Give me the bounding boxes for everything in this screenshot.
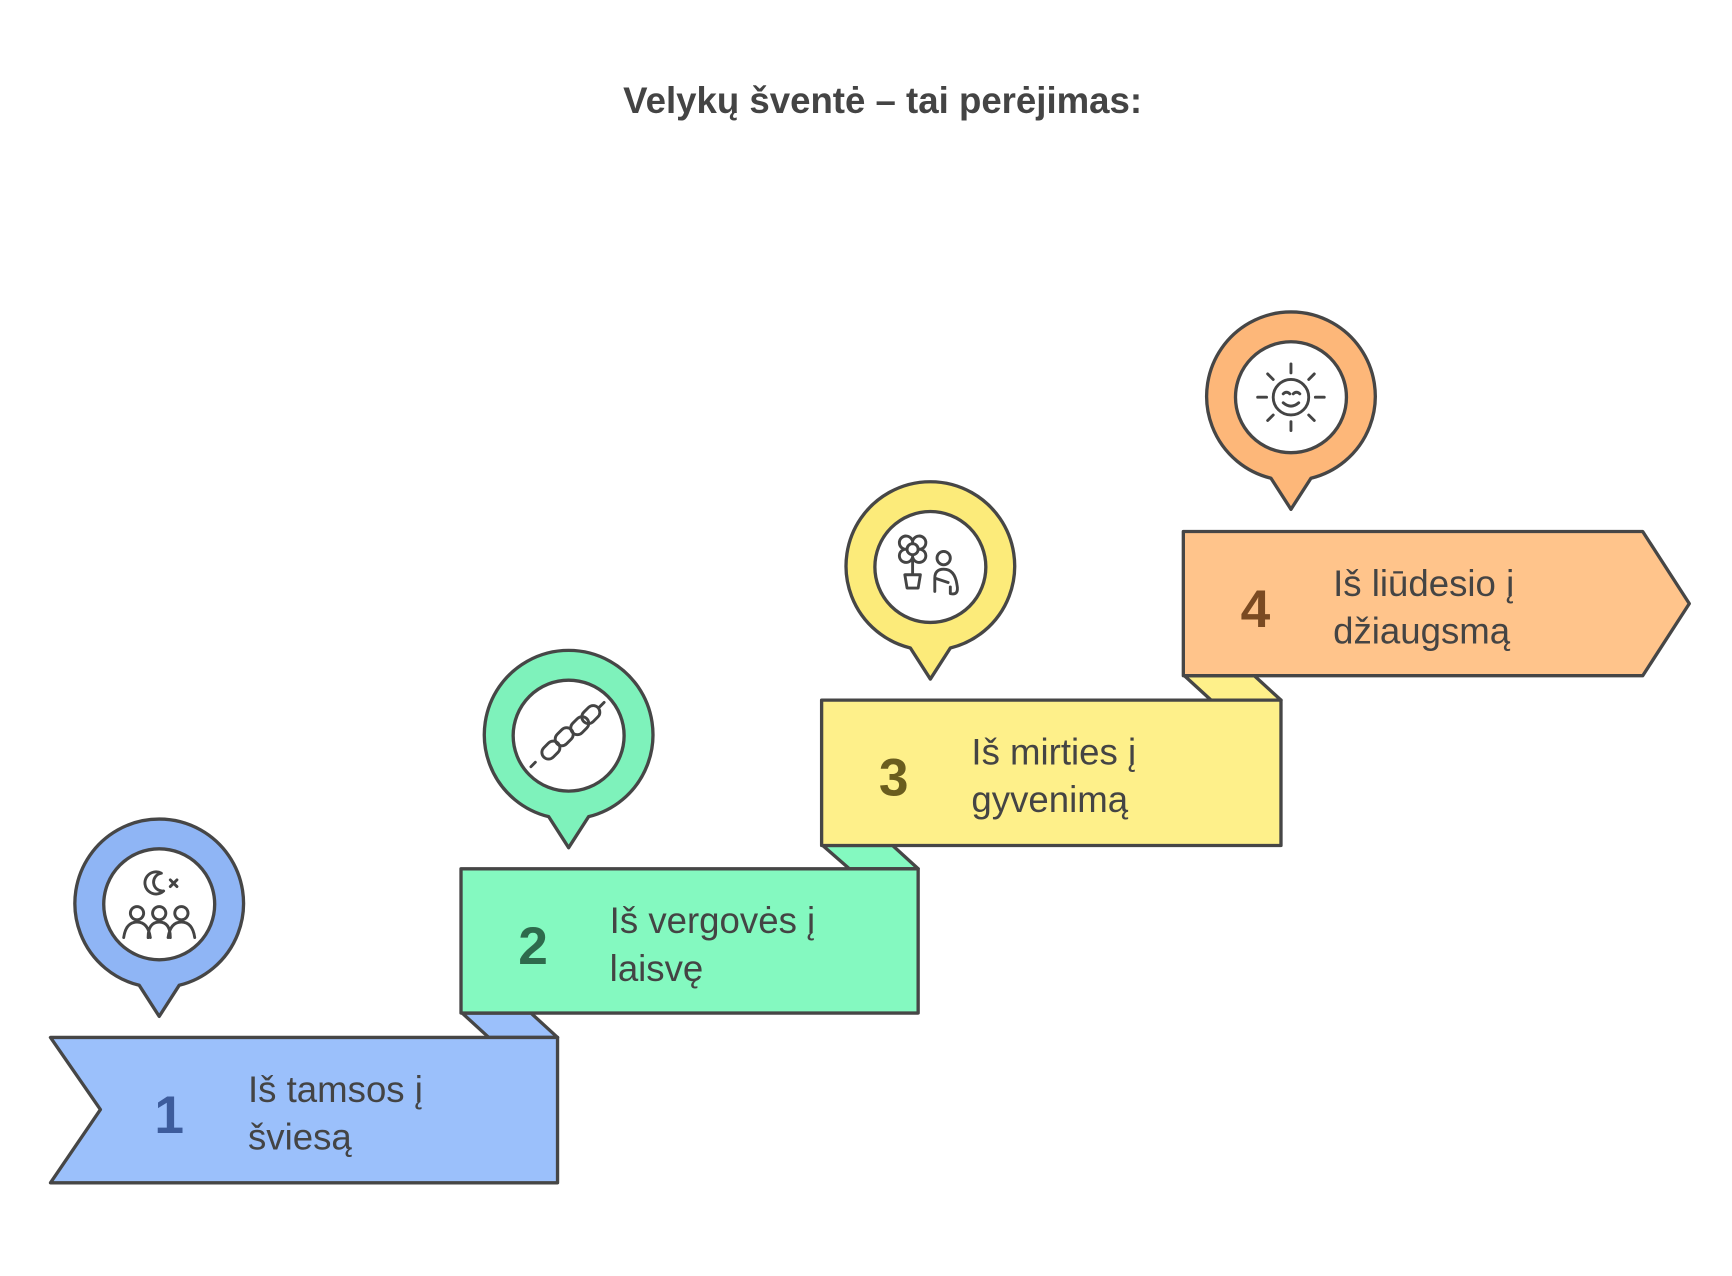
step-number: 4 <box>1241 580 1271 639</box>
step-number: 1 <box>154 1086 184 1145</box>
step-number: 2 <box>518 917 548 976</box>
ribbon-4 <box>1181 529 1691 678</box>
pin-4 <box>1205 310 1377 511</box>
pin-2 <box>482 648 655 850</box>
step-label-line1: Iš tamsos į <box>248 1069 423 1110</box>
step-label-line1: Iš liūdesio į <box>1333 563 1514 604</box>
step-label-line2: gyvenimą <box>971 779 1128 820</box>
moon-people-icon <box>122 870 197 940</box>
step-2: 2 Iš vergovės į laisvę <box>459 867 920 1015</box>
step-4: 4 Iš liūdesio į džiaugsmą <box>1181 529 1691 678</box>
diagram-title: Velykų šventė – tai perėjimas: <box>623 80 1142 121</box>
step-label-line2: laisvę <box>610 948 704 989</box>
step-3: 3 Iš mirties į gyvenimą <box>819 698 1283 848</box>
fold-2-3 <box>821 843 920 871</box>
step-label-line2: džiaugsmą <box>1333 611 1511 652</box>
ribbon-3 <box>819 698 1283 848</box>
pin-1 <box>73 817 246 1019</box>
step-number: 3 <box>879 749 909 808</box>
step-1: 1 Iš tamsos į šviesą <box>48 1035 560 1185</box>
fold-3-4 <box>1182 674 1283 702</box>
fold-1-2 <box>460 1011 560 1040</box>
step-label-line1: Iš vergovės į <box>610 900 815 941</box>
step-label-line1: Iš mirties į <box>971 731 1136 772</box>
flower-person-icon <box>898 534 959 596</box>
smiling-sun-icon <box>1256 362 1326 432</box>
ribbon-2 <box>459 867 920 1015</box>
pin-3 <box>844 480 1017 681</box>
ribbon-1 <box>48 1035 560 1185</box>
broken-chain-icon <box>529 700 606 769</box>
step-label-line2: šviesą <box>248 1117 352 1158</box>
